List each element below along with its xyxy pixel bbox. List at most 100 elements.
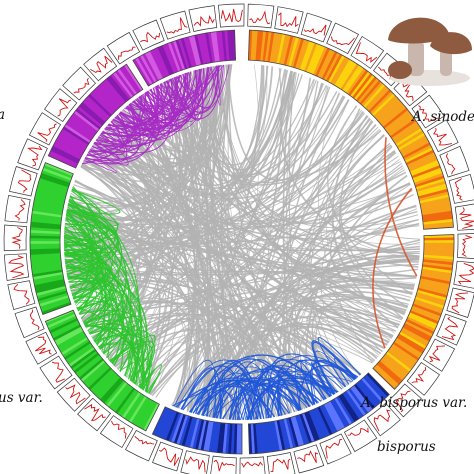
coverage-track-box xyxy=(426,119,459,153)
ideogram-band xyxy=(31,259,62,266)
ideogram-band xyxy=(334,59,353,87)
coverage-line xyxy=(220,8,243,23)
ideogram-band xyxy=(227,423,233,454)
synteny-link-blue xyxy=(317,336,361,388)
ideogram-band xyxy=(154,47,170,77)
ideogram-band xyxy=(142,53,159,82)
ideogram-band xyxy=(304,42,318,72)
ideogram-band xyxy=(75,108,101,130)
ideogram-band xyxy=(32,267,63,275)
track-frame xyxy=(457,233,474,259)
track-frame xyxy=(448,173,474,204)
coverage-line xyxy=(111,420,127,439)
ideogram-band xyxy=(205,32,214,63)
ideogram-band xyxy=(78,358,104,380)
ideogram-band xyxy=(32,207,63,216)
ideogram-band xyxy=(422,218,454,225)
coverage-line xyxy=(27,145,43,167)
ideogram-band xyxy=(399,135,427,153)
ideogram-band xyxy=(149,49,166,79)
track-frame xyxy=(25,331,58,365)
ideogram-band xyxy=(32,204,63,213)
ideogram-band xyxy=(402,325,431,342)
ideogram-orange xyxy=(247,29,454,230)
ideogram-band xyxy=(424,242,454,247)
ideogram-band xyxy=(379,359,405,381)
ideogram-band xyxy=(404,147,434,164)
ideogram-outline xyxy=(47,63,144,169)
ideogram-band xyxy=(173,40,186,70)
ideogram-band xyxy=(176,415,188,445)
coverage-track-box xyxy=(159,10,191,40)
ideogram-band xyxy=(353,383,375,410)
ideogram-band xyxy=(49,317,78,334)
ideogram-band xyxy=(421,271,452,280)
ideogram-band xyxy=(147,50,164,80)
synteny-link-green xyxy=(64,236,105,255)
ideogram-band xyxy=(183,37,195,68)
track-frame xyxy=(300,12,332,43)
synteny-link-blue xyxy=(202,370,314,416)
ideogram-outline xyxy=(132,29,237,87)
synteny-link-blue xyxy=(196,376,315,415)
ideogram-band xyxy=(119,390,139,417)
ideogram-band xyxy=(412,167,442,181)
ideogram-band xyxy=(283,35,294,66)
synteny-link xyxy=(184,73,352,383)
ideogram-band xyxy=(31,213,62,220)
ideogram-band xyxy=(219,423,226,454)
coverage-track-box xyxy=(39,355,73,390)
ideogram-band xyxy=(406,152,436,168)
ideogram-band xyxy=(163,410,177,440)
synteny-link-green xyxy=(65,265,118,350)
ideogram-band xyxy=(130,397,149,425)
ideogram-band xyxy=(357,380,379,406)
ideogram-band xyxy=(79,104,104,126)
synteny-link-green xyxy=(67,277,115,323)
ideogram-band xyxy=(350,386,371,413)
synteny-link-green xyxy=(65,217,119,333)
ideogram-band xyxy=(41,301,71,315)
synteny-link-blue xyxy=(198,354,332,415)
ideogram-band xyxy=(376,362,401,385)
synteny-link-purple xyxy=(110,105,151,146)
ideogram-band xyxy=(32,271,63,280)
track-frame xyxy=(3,224,27,252)
track-frame xyxy=(388,383,422,418)
ideogram-band xyxy=(402,142,431,159)
ideogram-band xyxy=(165,43,179,73)
ideogram-band xyxy=(200,420,209,451)
ideogram-band xyxy=(162,44,177,74)
ideogram-band xyxy=(36,285,66,296)
ideogram-band xyxy=(355,382,377,408)
synteny-link xyxy=(159,83,331,184)
synteny-link-green xyxy=(63,243,109,267)
ideogram-band xyxy=(361,82,384,107)
ideogram-band xyxy=(292,416,304,446)
ideogram-band xyxy=(279,34,289,65)
synteny-link-green xyxy=(64,251,115,257)
synteny-link xyxy=(149,86,329,395)
ideogram-band xyxy=(39,175,70,188)
ideogram-band xyxy=(417,287,448,299)
ideogram-band xyxy=(194,34,204,65)
ideogram-band xyxy=(35,191,66,202)
ideogram-band xyxy=(417,186,448,197)
ideogram-band xyxy=(34,193,65,204)
ideogram-band xyxy=(207,32,216,63)
coverage-line xyxy=(433,127,453,146)
track-frame xyxy=(125,429,158,462)
ideogram-band xyxy=(411,305,441,320)
ideogram-band xyxy=(409,160,439,175)
ideogram-band xyxy=(374,364,399,387)
ideogram-band xyxy=(137,56,155,84)
ideogram-band xyxy=(186,36,197,67)
synteny-link-green xyxy=(64,209,119,227)
synteny-link xyxy=(89,150,404,227)
track-frame xyxy=(56,377,91,412)
ideogram-band xyxy=(33,199,64,209)
ideogram-band xyxy=(37,183,68,195)
ideogram-band xyxy=(354,74,375,101)
synteny-link-purple xyxy=(84,152,118,173)
ideogram-band xyxy=(355,76,378,102)
